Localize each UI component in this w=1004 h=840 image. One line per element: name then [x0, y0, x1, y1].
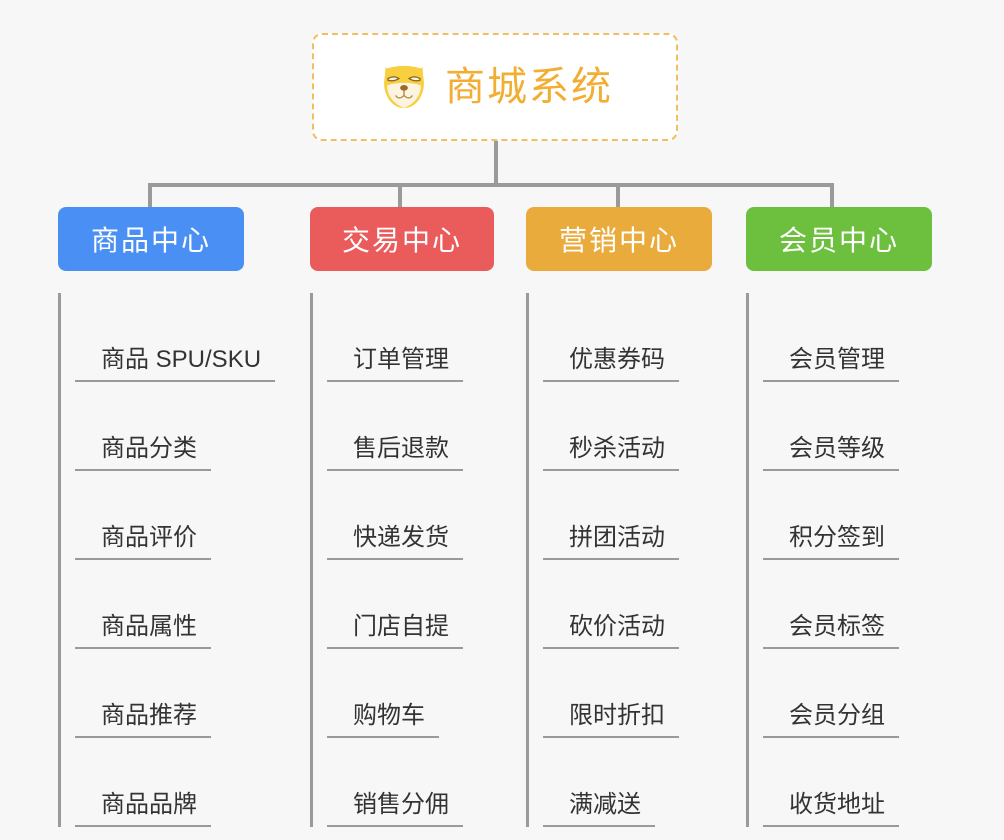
connector-drop-2	[616, 183, 620, 209]
leaf-label: 积分签到	[763, 524, 899, 560]
leaf-stack-3: 会员管理 会员等级 积分签到 会员标签 会员分组 收货地址	[746, 293, 932, 827]
category-label-3: 会员中心	[778, 225, 899, 256]
leaf-label: 收货地址	[763, 791, 899, 827]
leaf-label: 拼团活动	[543, 524, 679, 560]
list-item[interactable]: 商品推荐	[75, 649, 302, 738]
leaf-label: 门店自提	[327, 613, 463, 649]
list-item[interactable]: 购物车	[327, 649, 494, 738]
category-label-0: 商品中心	[90, 225, 211, 256]
list-item[interactable]: 优惠券码	[543, 293, 712, 382]
list-item[interactable]: 会员管理	[763, 293, 932, 382]
list-item[interactable]: 满减送	[543, 738, 712, 827]
leaf-label: 优惠券码	[543, 346, 679, 382]
list-item[interactable]: 商品 SPU/SKU	[75, 293, 302, 382]
list-item[interactable]: 会员标签	[763, 560, 932, 649]
connector-root-stem	[494, 141, 498, 185]
list-item[interactable]: 限时折扣	[543, 649, 712, 738]
leaf-label: 会员标签	[763, 613, 899, 649]
list-item[interactable]: 秒杀活动	[543, 382, 712, 471]
category-label-2: 营销中心	[558, 225, 679, 256]
list-item[interactable]: 商品品牌	[75, 738, 302, 827]
leaf-label: 砍价活动	[543, 613, 679, 649]
list-item[interactable]: 快递发货	[327, 471, 494, 560]
root-node[interactable]: 商城系统	[312, 33, 678, 141]
leaf-label: 售后退款	[327, 435, 463, 471]
list-item[interactable]: 砍价活动	[543, 560, 712, 649]
root-title: 商城系统	[445, 65, 613, 109]
connector-drop-1	[398, 183, 402, 209]
leaf-label: 商品品牌	[75, 791, 211, 827]
category-box-1[interactable]: 交易中心	[310, 207, 494, 271]
category-box-3[interactable]: 会员中心	[746, 207, 932, 271]
leaf-stack-0: 商品 SPU/SKU 商品分类 商品评价 商品属性 商品推荐 商品品牌	[58, 293, 302, 827]
list-item[interactable]: 积分签到	[763, 471, 932, 560]
branch-column-0: 商品中心 商品 SPU/SKU 商品分类 商品评价 商品属性 商品推荐 商品品牌	[58, 207, 302, 827]
leaf-stack-2: 优惠券码 秒杀活动 拼团活动 砍价活动 限时折扣 满减送	[526, 293, 712, 827]
list-item[interactable]: 拼团活动	[543, 471, 712, 560]
leaf-label: 销售分佣	[327, 791, 463, 827]
leaf-label: 商品推荐	[75, 702, 211, 738]
list-item[interactable]: 订单管理	[327, 293, 494, 382]
list-item[interactable]: 会员分组	[763, 649, 932, 738]
leaf-label: 秒杀活动	[543, 435, 679, 471]
list-item[interactable]: 门店自提	[327, 560, 494, 649]
shiba-dog-icon	[384, 65, 424, 109]
list-item[interactable]: 销售分佣	[327, 738, 494, 827]
leaf-label: 会员管理	[763, 346, 899, 382]
branch-column-1: 交易中心 订单管理 售后退款 快递发货 门店自提 购物车 销售分佣	[310, 207, 494, 827]
leaf-label: 订单管理	[327, 346, 463, 382]
leaf-label: 商品 SPU/SKU	[75, 346, 276, 382]
list-item[interactable]: 会员等级	[763, 382, 932, 471]
leaf-label: 满减送	[543, 791, 655, 827]
connector-drop-0	[148, 183, 152, 209]
leaf-label: 限时折扣	[543, 702, 679, 738]
category-box-0[interactable]: 商品中心	[58, 207, 244, 271]
list-item[interactable]: 收货地址	[763, 738, 932, 827]
leaf-label: 快递发货	[327, 524, 463, 560]
category-label-1: 交易中心	[341, 225, 462, 256]
leaf-label: 商品评价	[75, 524, 211, 560]
leaf-stack-1: 订单管理 售后退款 快递发货 门店自提 购物车 销售分佣	[310, 293, 494, 827]
connector-horizontal-bus	[148, 183, 834, 187]
branch-column-3: 会员中心 会员管理 会员等级 积分签到 会员标签 会员分组 收货地址	[746, 207, 932, 827]
list-item[interactable]: 售后退款	[327, 382, 494, 471]
leaf-label: 会员分组	[763, 702, 899, 738]
list-item[interactable]: 商品分类	[75, 382, 302, 471]
leaf-label: 商品属性	[75, 613, 211, 649]
connector-drop-3	[830, 183, 834, 209]
leaf-label: 商品分类	[75, 435, 211, 471]
leaf-label: 会员等级	[763, 435, 899, 471]
list-item[interactable]: 商品属性	[75, 560, 302, 649]
category-box-2[interactable]: 营销中心	[526, 207, 712, 271]
list-item[interactable]: 商品评价	[75, 471, 302, 560]
leaf-label: 购物车	[327, 702, 439, 738]
branch-column-2: 营销中心 优惠券码 秒杀活动 拼团活动 砍价活动 限时折扣 满减送	[526, 207, 712, 827]
